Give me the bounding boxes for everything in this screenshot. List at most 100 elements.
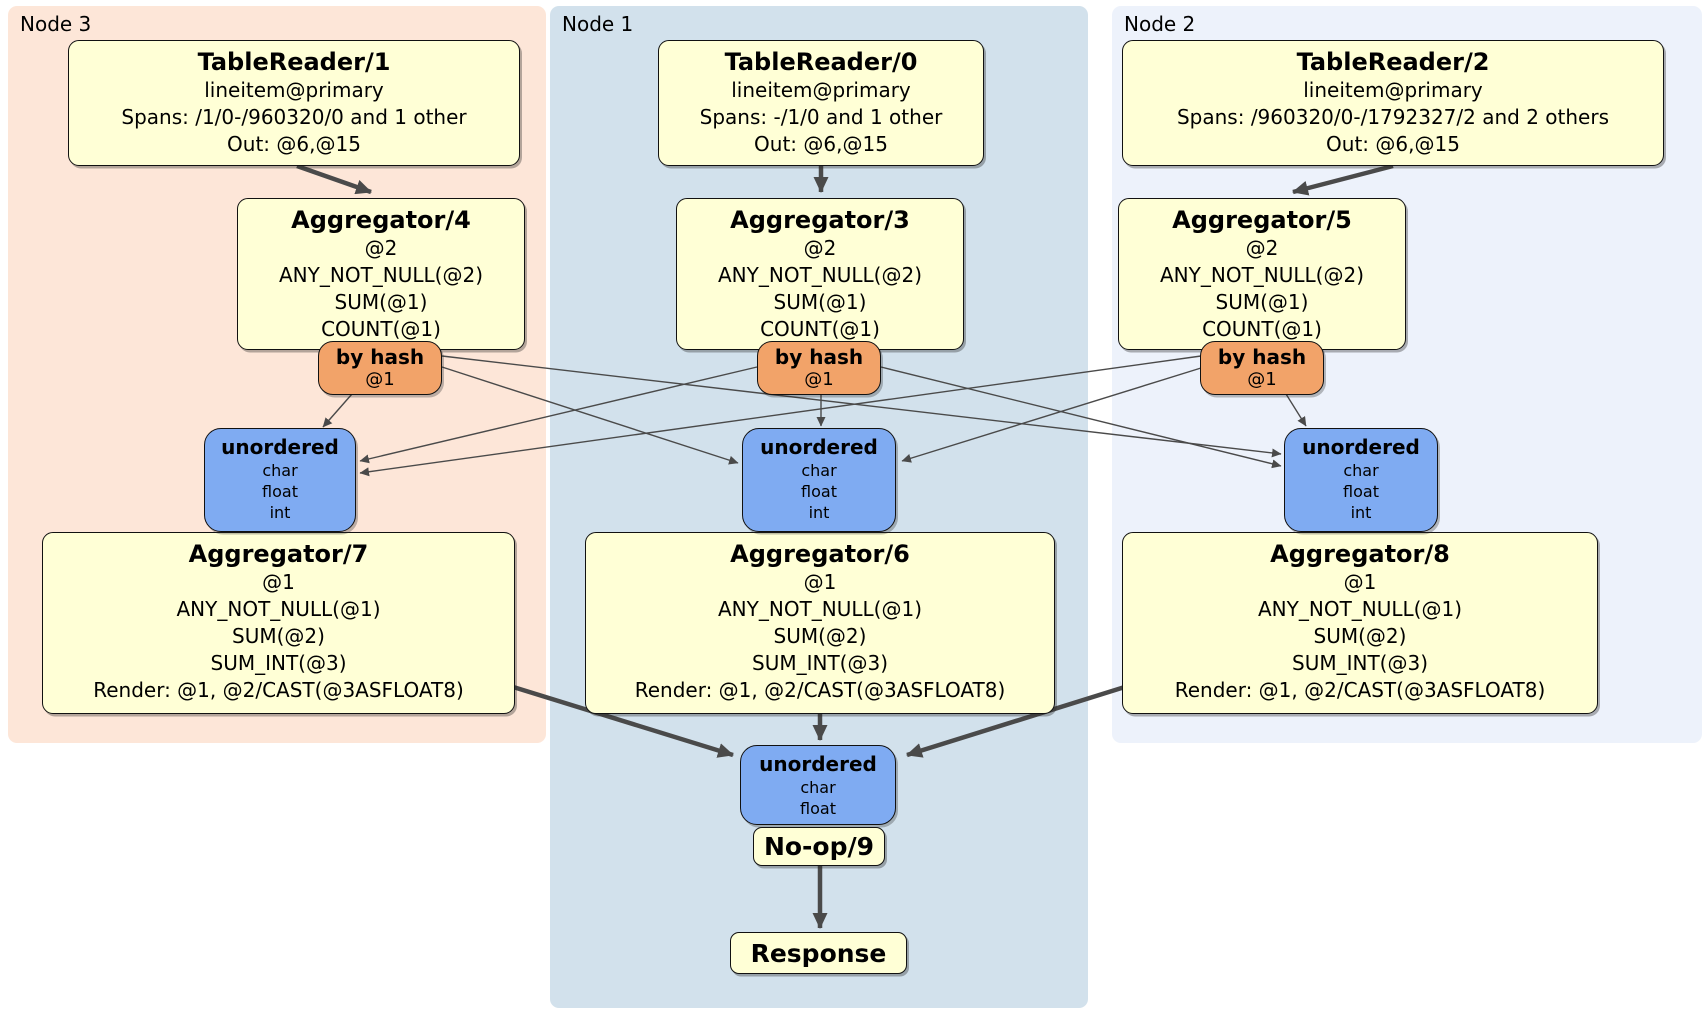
processor-title: TableReader/2	[1296, 48, 1490, 76]
processor-noop-9: No-op/9	[753, 827, 885, 866]
sync-title: unordered	[1302, 435, 1420, 459]
processor-title: Aggregator/6	[730, 540, 910, 568]
region-label-node3: Node 3	[20, 12, 92, 36]
sync-title: unordered	[759, 752, 877, 776]
router-title: by hash	[774, 345, 864, 369]
processor-line: @1	[1343, 570, 1377, 594]
processor-line: Render: @1, @2/CAST(@3ASFLOAT8)	[93, 678, 464, 702]
unordered-sync-node3: unordered char float int	[204, 428, 356, 532]
processor-line: SUM(@1)	[773, 290, 867, 314]
processor-line: lineitem@primary	[204, 78, 384, 102]
edge-tr2-agg5	[1292, 163, 1394, 196]
sync-title: unordered	[221, 435, 339, 459]
edge-agg8-unfinal	[906, 683, 1129, 758]
processor-title: Aggregator/4	[291, 206, 471, 234]
processor-line: lineitem@primary	[1303, 78, 1483, 102]
processor-tablereader-1: TableReader/1 lineitem@primary Spans: /1…	[68, 40, 520, 166]
hash-router-node2: by hash @1	[1200, 341, 1324, 395]
sync-type: char	[262, 461, 298, 480]
processor-line: ANY_NOT_NULL(@1)	[176, 597, 381, 621]
processor-title: Aggregator/7	[188, 540, 369, 568]
sync-type: float	[801, 482, 837, 501]
processor-line: COUNT(@1)	[760, 317, 880, 341]
processor-line: Spans: -/1/0 and 1 other	[699, 105, 943, 129]
processor-line: ANY_NOT_NULL(@1)	[1258, 597, 1462, 621]
edge-hash2-un3	[359, 355, 1202, 477]
sync-type: float	[800, 799, 836, 818]
processor-line: SUM_INT(@3)	[210, 651, 347, 675]
processor-line: @1	[803, 570, 837, 594]
processor-title: Aggregator/3	[730, 206, 910, 234]
processor-line: Spans: /1/0-/960320/0 and 1 other	[121, 105, 467, 129]
processor-title: TableReader/0	[724, 48, 918, 76]
sync-type: char	[801, 461, 837, 480]
processor-line: @2	[803, 236, 837, 260]
processor-aggregator-7: Aggregator/7 @1 ANY_NOT_NULL(@1) SUM(@2)…	[42, 532, 515, 714]
region-label-node2: Node 2	[1124, 12, 1196, 36]
sync-type: float	[1343, 482, 1379, 501]
edge-hash2-un1	[901, 367, 1202, 463]
processor-line: ANY_NOT_NULL(@2)	[1160, 263, 1364, 287]
sync-type: float	[262, 482, 298, 501]
edge-hash3-un1	[441, 366, 739, 465]
processor-line: @2	[364, 236, 398, 260]
processor-line: SUM(@2)	[1313, 624, 1407, 648]
processor-line: SUM(@2)	[232, 624, 325, 648]
processor-line: Out: @6,@15	[227, 132, 361, 156]
processor-aggregator-8: Aggregator/8 @1 ANY_NOT_NULL(@1) SUM(@2)…	[1122, 532, 1598, 714]
router-key: @1	[1247, 369, 1277, 390]
edge-hash2-un2	[1285, 393, 1307, 427]
processor-line: COUNT(@1)	[321, 317, 441, 341]
processor-response: Response	[730, 932, 907, 974]
edge-hash3-un2	[441, 355, 1282, 458]
processor-title: TableReader/1	[197, 48, 391, 76]
edge-tr1-agg4	[296, 163, 372, 195]
router-key: @1	[804, 369, 834, 390]
processor-line: SUM(@1)	[1215, 290, 1309, 314]
processor-line: lineitem@primary	[731, 78, 911, 102]
router-title: by hash	[335, 345, 425, 369]
processor-title: No-op/9	[763, 832, 875, 861]
processor-line: SUM(@1)	[334, 290, 428, 314]
hash-router-node1: by hash @1	[757, 341, 881, 395]
hash-router-node3: by hash @1	[318, 341, 442, 395]
processor-tablereader-0: TableReader/0 lineitem@primary Spans: -/…	[658, 40, 984, 166]
edge-hash1-un3	[359, 366, 758, 464]
processor-aggregator-4: Aggregator/4 @2 ANY_NOT_NULL(@2) SUM(@1)…	[237, 198, 525, 350]
processor-line: ANY_NOT_NULL(@2)	[279, 263, 483, 287]
edge-agg7-unfinal	[509, 683, 734, 758]
processor-line: SUM_INT(@3)	[1292, 651, 1428, 675]
processor-tablereader-2: TableReader/2 lineitem@primary Spans: /9…	[1122, 40, 1664, 166]
processor-title: Aggregator/5	[1172, 206, 1352, 234]
edge-hash3-un3	[322, 393, 353, 428]
region-label-node1: Node 1	[562, 12, 634, 36]
processor-line: COUNT(@1)	[1202, 317, 1322, 341]
processor-aggregator-3: Aggregator/3 @2 ANY_NOT_NULL(@2) SUM(@1)…	[676, 198, 964, 350]
router-title: by hash	[1217, 345, 1307, 369]
unordered-sync-final: unordered char float	[740, 745, 896, 825]
processor-line: @2	[1245, 236, 1279, 260]
processor-line: Spans: /960320/0-/1792327/2 and 2 others	[1176, 105, 1609, 129]
edge-hash1-un2	[880, 366, 1282, 469]
processor-line: SUM(@2)	[773, 624, 867, 648]
sync-title: unordered	[760, 435, 878, 459]
processor-line: SUM_INT(@3)	[752, 651, 888, 675]
processor-line: @1	[262, 570, 295, 594]
sync-type: int	[808, 503, 830, 522]
processor-title: Aggregator/8	[1270, 540, 1450, 568]
processor-line: ANY_NOT_NULL(@2)	[718, 263, 922, 287]
sync-type: char	[1343, 461, 1379, 480]
processor-title: Response	[750, 938, 887, 968]
sync-type: int	[269, 503, 291, 522]
sync-type: char	[800, 778, 836, 797]
processor-aggregator-6: Aggregator/6 @1 ANY_NOT_NULL(@1) SUM(@2)…	[585, 532, 1055, 714]
processor-line: Render: @1, @2/CAST(@3ASFLOAT8)	[1174, 678, 1546, 702]
unordered-sync-node1: unordered char float int	[742, 428, 896, 532]
sync-type: int	[1350, 503, 1372, 522]
router-key: @1	[365, 369, 395, 390]
processor-aggregator-5: Aggregator/5 @2 ANY_NOT_NULL(@2) SUM(@1)…	[1118, 198, 1406, 350]
processor-line: ANY_NOT_NULL(@1)	[718, 597, 922, 621]
unordered-sync-node2: unordered char float int	[1284, 428, 1438, 532]
